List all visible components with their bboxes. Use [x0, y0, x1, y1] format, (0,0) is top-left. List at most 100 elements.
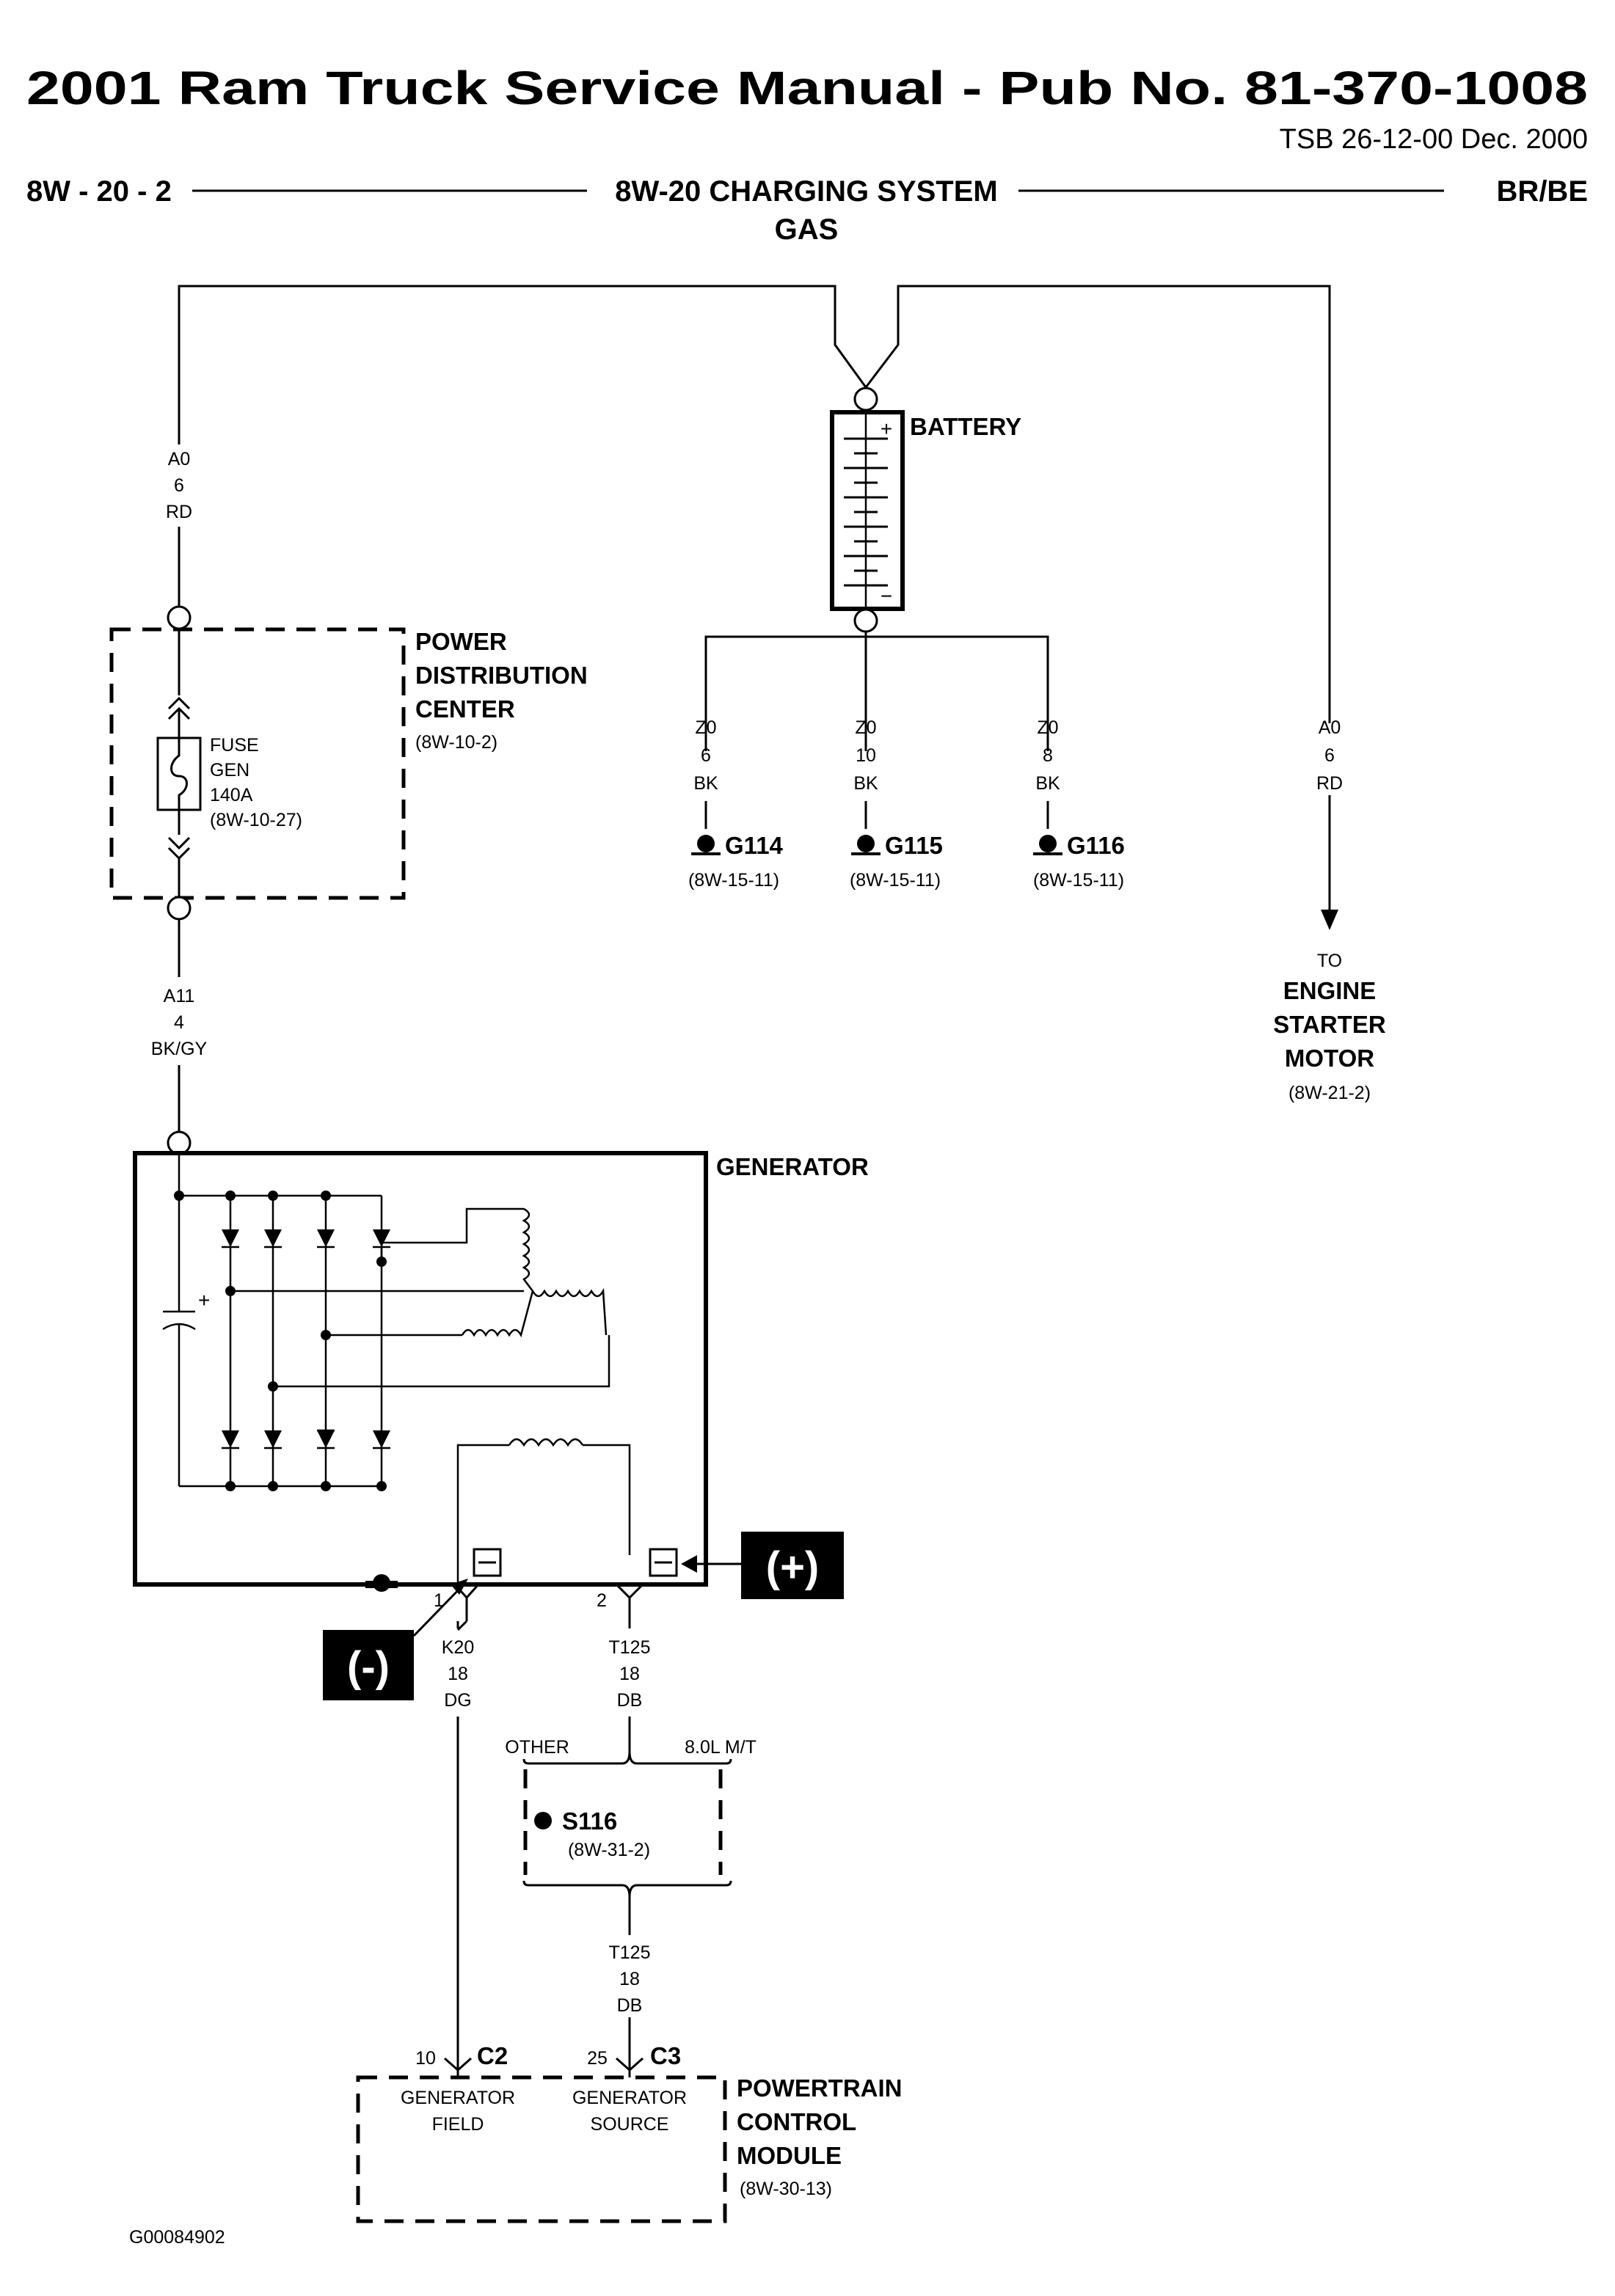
battery-plus-sign: +: [881, 417, 892, 440]
battery-symbol: [830, 410, 905, 611]
generator-pin-2: 2: [597, 1590, 607, 1611]
ground-point-icon: [697, 835, 715, 852]
wire-k20-gauge: 18: [448, 1664, 468, 1684]
ground-wire-color: BK: [853, 773, 878, 794]
ground-name: G115: [885, 832, 943, 859]
wire-t125-top-gauge: 18: [619, 1664, 640, 1684]
positive-badge-label: (+): [766, 1543, 820, 1591]
ground-wire-gauge: 8: [1043, 745, 1053, 766]
pcm-c3-connector: C3: [650, 2042, 681, 2069]
pcm-source-line2: SOURCE: [591, 2114, 669, 2135]
pdc-title-line3: CENTER: [415, 695, 515, 723]
manual-title: 2001 Ram Truck Service Manual - Pub No. …: [26, 62, 1588, 114]
wire-a0-left-gauge: 6: [174, 475, 184, 496]
connector-chevron-icon: [167, 836, 191, 850]
pcm-title-line3: MODULE: [737, 2142, 842, 2169]
ground-wire-gauge: 10: [856, 745, 876, 766]
pcm-c2-connector: C2: [477, 2042, 508, 2069]
pdc-output-terminal: [167, 896, 192, 921]
wire-a0-right: [864, 285, 1331, 926]
splice-option-8l: 8.0L M/T: [685, 1737, 757, 1758]
generator-pin-1: 1: [434, 1590, 444, 1611]
battery-minus-sign: −: [881, 585, 892, 607]
generator-ground-icon: [373, 1574, 390, 1592]
pcm-field-line2: FIELD: [432, 2114, 484, 2135]
pdc-title-line2: DISTRIBUTION: [415, 662, 588, 689]
pdc-title-line1: POWER: [415, 628, 507, 655]
battery-terminal-positive: [853, 387, 878, 412]
starter-to-label: TO: [1317, 951, 1342, 971]
figure-id: G00084902: [129, 2227, 225, 2248]
wire-k20-code: K20: [442, 1637, 474, 1658]
wire-a11-gauge: 4: [174, 1012, 184, 1033]
generator-box: [133, 1151, 708, 1587]
ground-name: G114: [725, 832, 784, 859]
ground-wire-code: Z0: [695, 717, 716, 738]
model-code: BR/BE: [1497, 175, 1588, 208]
generator-output-terminal: [167, 1130, 192, 1155]
pcm-field-line1: GENERATOR: [401, 2088, 515, 2108]
wire-a0-right-code: A0: [1319, 717, 1341, 738]
wire-t125-top-code: T125: [609, 1637, 651, 1658]
pcm-dashed-box: [356, 2075, 727, 2223]
positive-badge: [741, 1532, 844, 1599]
fuse-ref: (8W-10-27): [210, 810, 302, 830]
wire-t125-bottom-code: T125: [609, 1942, 651, 1963]
splice-name: S116: [562, 1807, 617, 1835]
ground-g116: Z0 8 BK G116 (8W-15-11): [1033, 717, 1125, 891]
wire-t125-bottom-gauge: 18: [619, 1969, 640, 1989]
splice-ref: (8W-31-2): [568, 1840, 650, 1860]
pcm-title-line1: POWERTRAIN: [737, 2074, 903, 2102]
tsb-reference: TSB 26-12-00 Dec. 2000: [1280, 124, 1588, 155]
wire-a0-right-color: RD: [1316, 773, 1343, 794]
ground-ref: (8W-15-11): [1033, 870, 1124, 891]
starter-name-line2: STARTER: [1273, 1011, 1386, 1038]
wire-a0-left-color: RD: [166, 502, 192, 522]
ground-g115: Z0 10 BK G115 (8W-15-11): [850, 717, 943, 891]
ground-ref: (8W-15-11): [688, 870, 779, 891]
ground-wire-code: Z0: [1037, 717, 1058, 738]
negative-badge-label: (-): [347, 1643, 390, 1691]
splice-icon: [534, 1812, 552, 1829]
pcm-c2-pin: 10: [415, 2048, 436, 2069]
starter-name-line3: MOTOR: [1285, 1045, 1374, 1072]
ground-wire-gauge: 6: [701, 745, 711, 766]
ground-name: G116: [1067, 832, 1125, 859]
fuse-link: [170, 738, 188, 810]
ground-g114: Z0 6 BK G114 (8W-15-11): [688, 717, 784, 891]
splice-option-other: OTHER: [505, 1737, 569, 1758]
ground-ref: (8W-15-11): [850, 870, 941, 891]
wire-a11-color: BK/GY: [151, 1039, 208, 1059]
fuse-label: FUSE: [210, 735, 259, 756]
page-reference: 8W - 20 - 2: [26, 175, 172, 208]
ground-point-icon: [857, 835, 875, 852]
wire-a0-left-code: A0: [168, 449, 191, 469]
wire-a0-left: [178, 285, 867, 606]
section-subtitle: GAS: [775, 213, 839, 246]
generator-internal-circuit: [162, 1154, 631, 1584]
negative-badge: [323, 1630, 414, 1700]
pdc-ref: (8W-10-2): [415, 732, 497, 753]
wire-a0-right-gauge: 6: [1324, 745, 1335, 766]
pdc-input-terminal: [167, 605, 192, 630]
splice-lower-brace: [522, 1880, 732, 1898]
ground-point-icon: [1039, 835, 1057, 852]
pcm-source-line1: GENERATOR: [572, 2088, 687, 2108]
wire-k20-color: DG: [444, 1690, 472, 1711]
capacitor-plus: +: [198, 1289, 210, 1312]
wire-t125-top-color: DB: [617, 1690, 643, 1711]
splice-upper-brace: [522, 1751, 732, 1765]
ground-wire-color: BK: [1035, 773, 1060, 794]
pcm-ref: (8W-30-13): [740, 2179, 832, 2199]
fuse-circuit: GEN: [210, 760, 249, 780]
pcm-c3-pin: 25: [587, 2048, 608, 2069]
starter-name-line1: ENGINE: [1283, 977, 1377, 1004]
section-title: 8W-20 CHARGING SYSTEM: [615, 175, 997, 208]
ground-wire-color: BK: [693, 773, 718, 794]
pdc-dashed-box: [109, 627, 406, 900]
wire-t125-bottom-color: DB: [617, 1995, 643, 2016]
pcm-title-line2: CONTROL: [737, 2108, 856, 2135]
generator-label: GENERATOR: [716, 1153, 869, 1180]
fuse-rating: 140A: [210, 785, 253, 805]
